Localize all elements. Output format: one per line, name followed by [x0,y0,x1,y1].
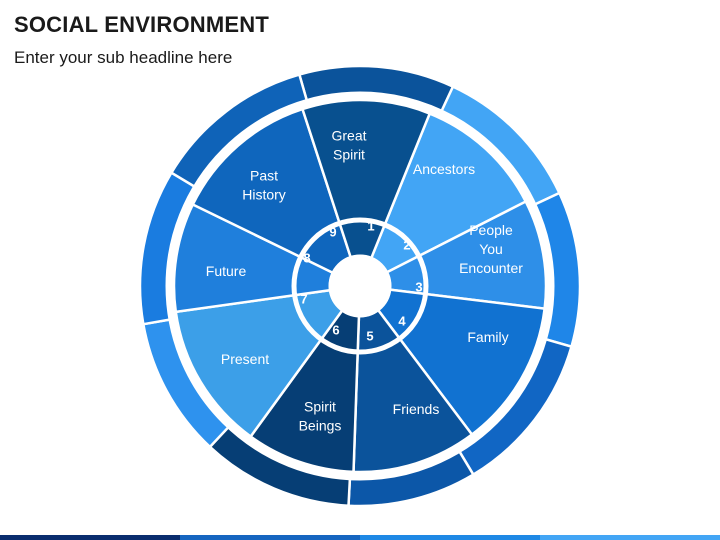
outer-ring [138,64,582,508]
segment-number: 9 [329,224,336,239]
number-group: 1 2 3 4 5 6 7 8 9 [300,218,422,343]
segment-group [172,98,548,474]
segment-number: 4 [398,313,406,328]
segment-label: Future [206,263,247,279]
inner-ring-outline [291,217,429,355]
inner-ring [291,217,429,355]
page-subtitle: Enter your sub headline here [14,48,233,67]
segment-number: 3 [415,279,422,294]
footer-bar-strip [180,535,360,540]
segment-number: 5 [366,328,373,343]
page-title: SOCIAL ENVIRONMENT [14,12,269,37]
segment-label: Family [467,329,508,345]
footer-bar-strip [0,535,180,540]
ring-separator [165,91,555,481]
segment-label: Friends [393,401,440,417]
segment-number: 2 [403,237,410,252]
segment-number: 7 [300,291,307,306]
center-hole [328,254,392,318]
segment-number: 8 [303,250,310,265]
segment-number: 6 [332,322,339,337]
segment-label: Present [221,351,269,367]
footer-bar [0,535,720,540]
segment-label: Ancestors [413,161,475,177]
footer-bar-strip [540,535,720,540]
footer-bar-strip [360,535,540,540]
segment-number: 1 [367,218,374,233]
